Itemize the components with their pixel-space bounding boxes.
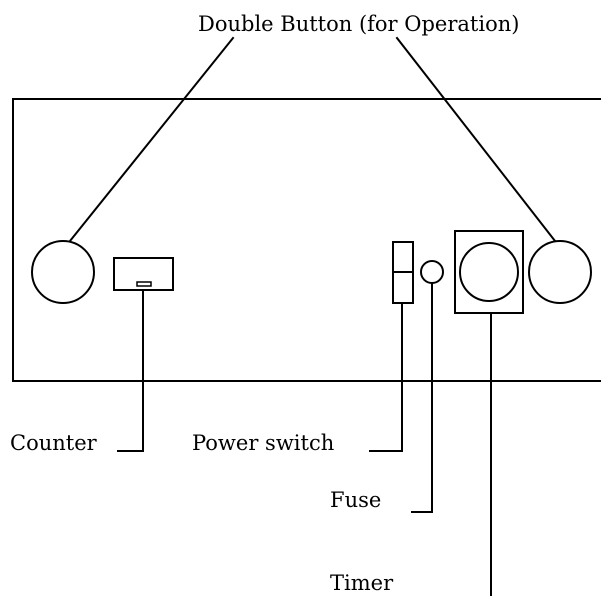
leader-counter [117, 289, 144, 452]
leader-power-switch [369, 302, 403, 452]
timer-housing [454, 230, 524, 314]
timer-label: Timer [330, 571, 394, 595]
leader-double-left [68, 36, 235, 243]
fuse-label: Fuse [330, 488, 382, 512]
leader-double-right [395, 36, 557, 243]
left-operation-button [31, 240, 95, 304]
right-operation-button [528, 240, 592, 304]
counter-slot [136, 281, 152, 287]
panel-outline [12, 98, 601, 382]
counter-box [113, 257, 174, 291]
fuse-holder [420, 260, 444, 284]
power-switch-label: Power switch [192, 431, 335, 455]
leader-fuse [411, 282, 433, 513]
counter-label: Counter [10, 431, 97, 455]
timer-dial [459, 242, 519, 302]
double-button-label: Double Button (for Operation) [198, 12, 520, 36]
